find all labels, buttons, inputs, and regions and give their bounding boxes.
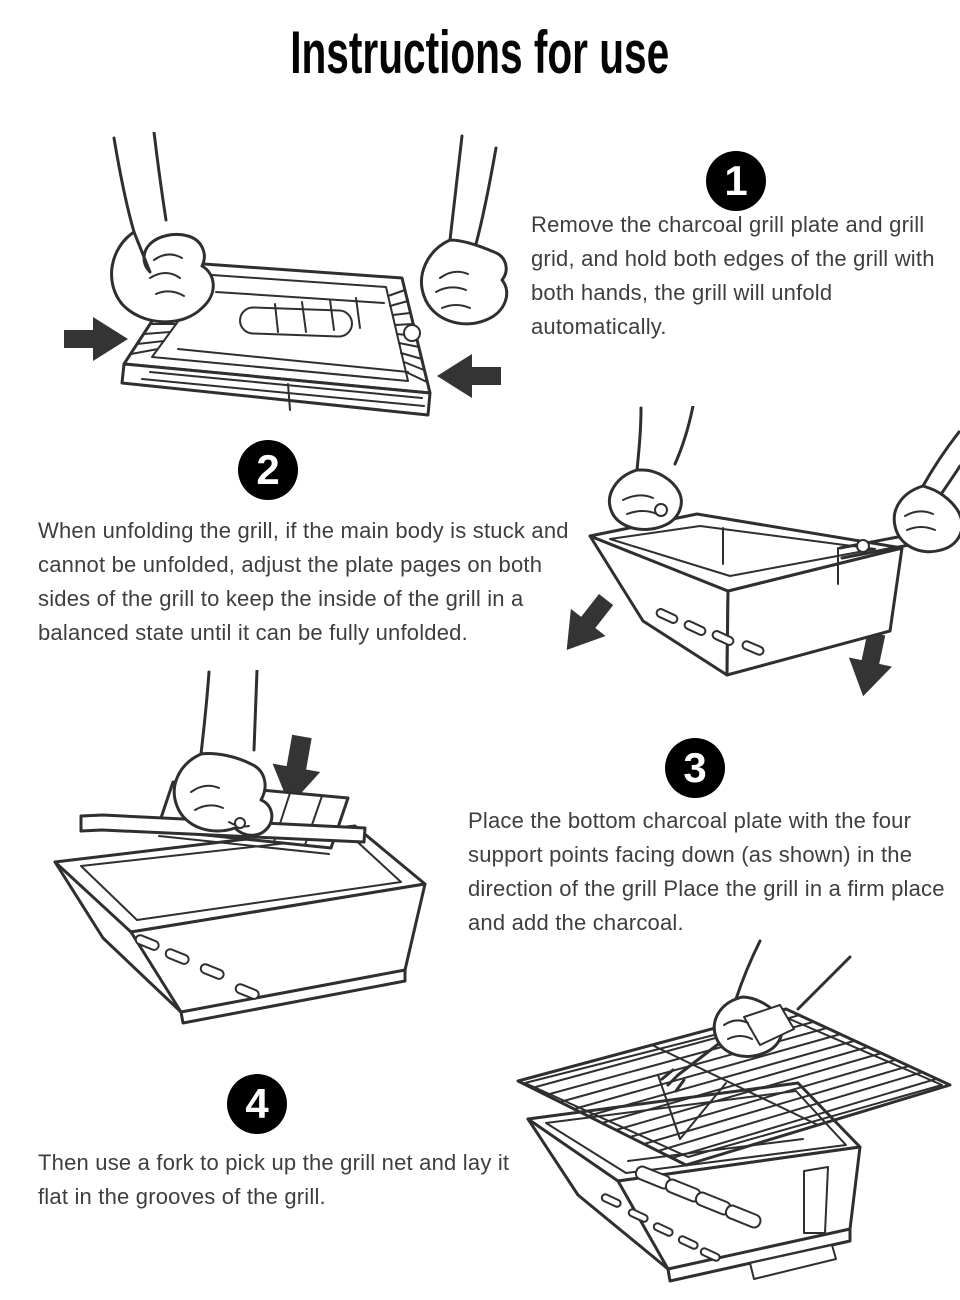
step-2-illustration-unfolding-grill-body [549, 406, 960, 701]
hand-with-fork [660, 939, 852, 1093]
step-2-number: 2 [256, 446, 280, 493]
step-3-badge: 3 [665, 738, 725, 798]
step-4-badge: 4 [227, 1074, 287, 1134]
arrow-right-icon [64, 317, 128, 361]
page-title: Instructions for use [0, 18, 960, 87]
right-hand [892, 430, 960, 554]
step-3-text: Place the bottom charcoal plate with the… [468, 808, 945, 935]
left-hand [110, 132, 215, 324]
step-3-illustration-placing-charcoal-plate [53, 670, 427, 1025]
step-4-number: 4 [245, 1080, 269, 1127]
step-1-number: 1 [724, 157, 748, 204]
page-title-text: Instructions for use [290, 18, 670, 87]
arrow-left-icon [437, 354, 501, 398]
arrow-down-left-icon [549, 586, 624, 664]
hand [172, 670, 274, 837]
step-1-badge: 1 [706, 151, 766, 211]
step-1-text: Remove the charcoal grill plate and gril… [531, 212, 935, 339]
step-2-text: When unfolding the grill, if the main bo… [38, 518, 569, 645]
step-1-illustration-folded-grill-held-by-two-hands [64, 132, 509, 417]
grill-body [526, 1074, 862, 1283]
step-4-illustration-laying-grill-net-with-fork [516, 939, 952, 1283]
right-hand [420, 134, 509, 326]
step-2-badge: 2 [238, 440, 298, 500]
open-grill-body [588, 512, 947, 677]
step-3-number: 3 [683, 744, 707, 791]
step-4-text: Then use a fork to pick up the grill net… [38, 1150, 510, 1209]
grill-net [516, 1007, 952, 1167]
left-hand [608, 406, 695, 531]
grill-body [53, 824, 427, 1025]
